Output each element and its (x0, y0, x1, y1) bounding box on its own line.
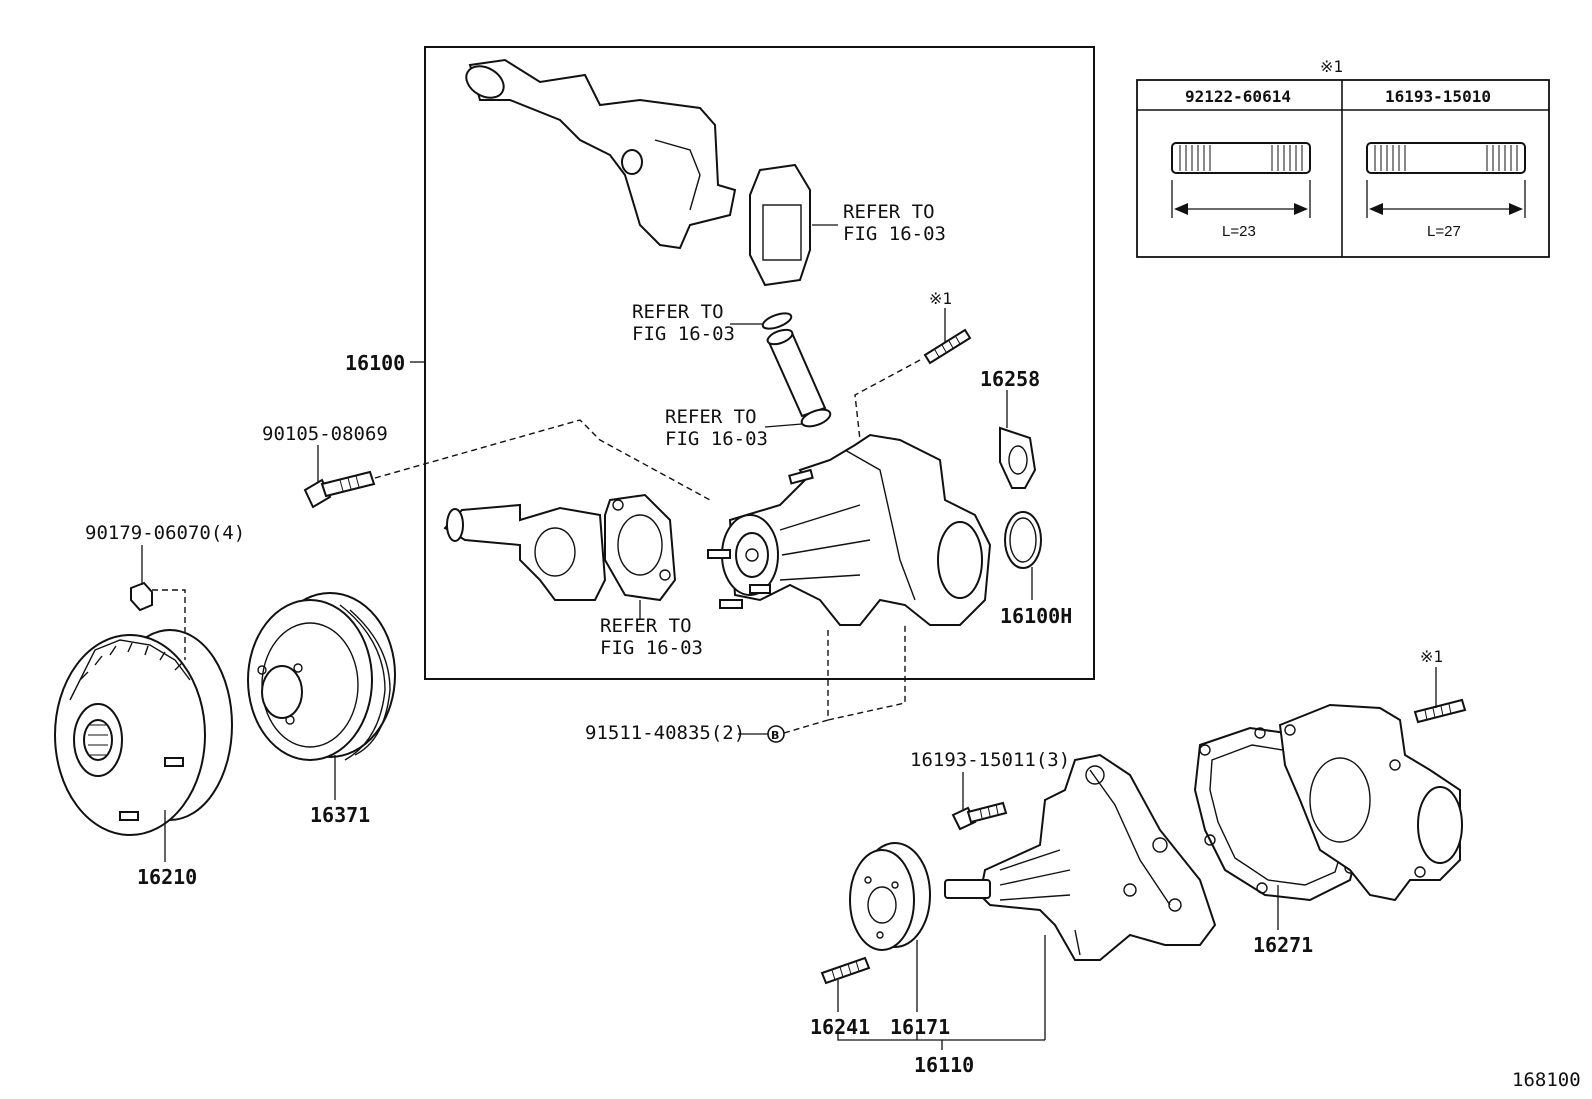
label-16258[interactable]: 16258 (980, 367, 1040, 391)
figure-number: 168100 (1512, 1069, 1581, 1091)
plug-marker-letter: B (771, 729, 779, 742)
stud-16193-15011[interactable] (951, 801, 1008, 831)
outlet-gasket[interactable] (749, 163, 811, 287)
fluid-coupling-16210[interactable] (54, 629, 233, 836)
label-16100H[interactable]: 16100H (1000, 604, 1072, 628)
pump-rear-housing[interactable] (1278, 703, 1463, 902)
plug-marker-circle[interactable] (767, 725, 785, 743)
stud-table-col2-length: L=27 (1427, 223, 1461, 240)
stud-mark-lower: ※1 (1420, 647, 1443, 666)
stud-16193-15010-drawing (1366, 142, 1526, 218)
gasket-16258[interactable] (999, 426, 1037, 489)
label-90179-06070[interactable]: 90179-06070(4) (85, 522, 245, 544)
stud-top[interactable] (923, 328, 972, 365)
refer-oring-bot-line2: FIG 16-03 (665, 428, 768, 450)
refer-outlet-line1: REFER TO (843, 201, 935, 223)
pulley-16371[interactable] (247, 592, 396, 761)
label-16371[interactable]: 16371 (310, 803, 370, 827)
refer-outlet-line2: FIG 16-03 (843, 223, 946, 245)
nut-90179[interactable] (130, 581, 153, 612)
oring-16100H[interactable] (1004, 511, 1042, 569)
label-16241[interactable]: 16241 (810, 1015, 870, 1039)
label-16110[interactable]: 16110 (914, 1053, 974, 1077)
label-16193-15011[interactable]: 16193-15011(3) (910, 749, 1070, 771)
stud-92122-60614-drawing (1171, 142, 1311, 218)
label-16210[interactable]: 16210 (137, 865, 197, 889)
water-pump-16110[interactable] (944, 753, 1217, 961)
inlet-gasket[interactable] (604, 493, 677, 602)
water-inlet-part[interactable] (443, 503, 607, 601)
refer-oring-top-line2: FIG 16-03 (632, 323, 735, 345)
label-90105-08069[interactable]: 90105-08069 (262, 423, 388, 445)
refer-oring-bot-line1: REFER TO (665, 406, 757, 428)
stud-table-col2-partno: 16193-15010 (1385, 87, 1491, 106)
stud-lower[interactable] (1413, 698, 1467, 724)
stud-table-col1-length: L=23 (1222, 223, 1256, 240)
assembly-16100-box (424, 46, 1095, 680)
bolt-90105[interactable] (303, 470, 376, 509)
refer-inlet-line1: REFER TO (600, 615, 692, 637)
label-16100[interactable]: 16100 (345, 351, 405, 375)
label-16271[interactable]: 16271 (1253, 933, 1313, 957)
refer-oring-top-line1: REFER TO (632, 301, 724, 323)
stud-table: ※1 92122-60614 16193-15010 L=23 (1136, 57, 1550, 258)
stud-mark-top: ※1 (929, 289, 952, 308)
bracket-16110 (837, 1034, 1045, 1050)
water-outlet-part[interactable] (461, 58, 737, 250)
pulley-seat-16171[interactable] (849, 842, 931, 951)
bypass-pipe[interactable] (761, 310, 833, 429)
stud-table-col1-partno: 92122-60614 (1185, 87, 1291, 106)
stud-16241[interactable] (820, 956, 871, 985)
refer-inlet-line2: FIG 16-03 (600, 637, 703, 659)
stud-table-mark: ※1 (1320, 57, 1343, 76)
label-91511-40835[interactable]: 91511-40835(2) (585, 722, 745, 744)
water-pump-body[interactable] (707, 433, 992, 626)
label-16171[interactable]: 16171 (890, 1015, 950, 1039)
